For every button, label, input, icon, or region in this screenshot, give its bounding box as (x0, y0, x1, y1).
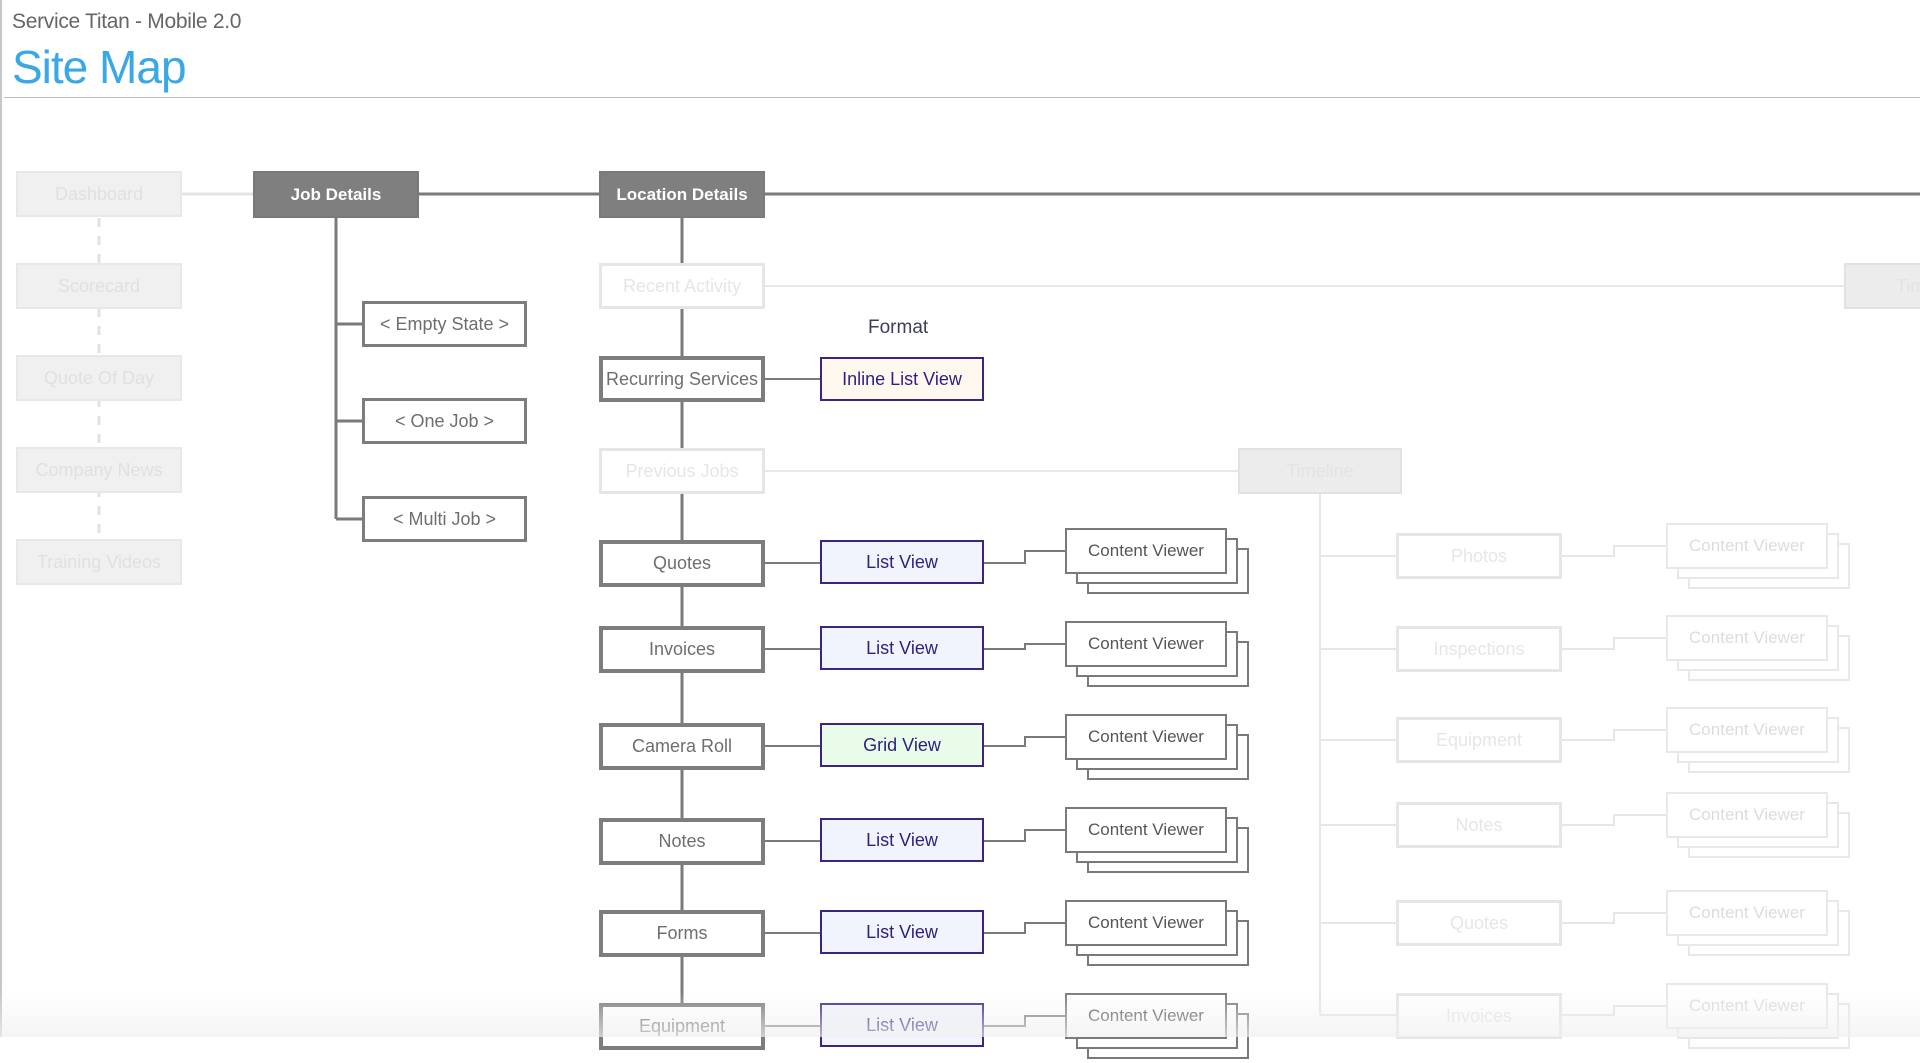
content-viewer-stack[interactable]: Content Viewer (1666, 983, 1851, 1053)
page-title: Site Map (12, 41, 187, 93)
content-viewer-label: Content Viewer (1666, 615, 1828, 661)
content-viewer-stack[interactable]: Content Viewer (1666, 707, 1851, 777)
node-quotes[interactable]: Quotes (599, 540, 765, 587)
content-viewer-stack[interactable]: Content Viewer (1666, 523, 1851, 593)
node-recent-activity[interactable]: Recent Activity (599, 263, 765, 309)
format-list-view[interactable]: List View (820, 1003, 984, 1047)
nav-node-company-news[interactable]: Company News (16, 447, 182, 493)
format-list-view[interactable]: List View (820, 540, 984, 584)
format-list-view[interactable]: List View (820, 818, 984, 862)
node-forms[interactable]: Forms (599, 910, 765, 957)
node-previous-jobs[interactable]: Previous Jobs (599, 448, 765, 494)
header-divider (4, 97, 1920, 98)
content-viewer-stack[interactable]: Content Viewer (1065, 714, 1250, 784)
nav-node-training-videos[interactable]: Training Videos (16, 539, 182, 585)
content-viewer-label: Content Viewer (1666, 523, 1828, 569)
timeline-node-photos[interactable]: Photos (1396, 533, 1562, 579)
content-viewer-stack[interactable]: Content Viewer (1065, 807, 1250, 877)
node-location-details[interactable]: Location Details (599, 171, 765, 218)
content-viewer-label: Content Viewer (1065, 528, 1227, 574)
project-subtitle: Service Titan - Mobile 2.0 (12, 10, 242, 33)
content-viewer-stack[interactable]: Content Viewer (1065, 900, 1250, 970)
nav-node-dashboard[interactable]: Dashboard (16, 171, 182, 217)
timeline-node-equipment[interactable]: Equipment (1396, 717, 1562, 763)
left-edge (0, 0, 2, 1037)
timeline-node-notes[interactable]: Notes (1396, 802, 1562, 848)
content-viewer-label: Content Viewer (1065, 900, 1227, 946)
format-label: Format (868, 317, 929, 338)
content-viewer-label: Content Viewer (1666, 707, 1828, 753)
format-list-view[interactable]: List View (820, 910, 984, 954)
content-viewer-stack[interactable]: Content Viewer (1666, 615, 1851, 685)
content-viewer-stack[interactable]: Content Viewer (1065, 621, 1250, 691)
content-viewer-stack[interactable]: Content Viewer (1666, 792, 1851, 862)
nav-node-scorecard[interactable]: Scorecard (16, 263, 182, 309)
node-equipment[interactable]: Equipment (599, 1003, 765, 1050)
content-viewer-label: Content Viewer (1065, 714, 1227, 760)
content-viewer-label: Content Viewer (1065, 621, 1227, 667)
node-recurring-services[interactable]: Recurring Services (599, 356, 765, 402)
node-timeline[interactable]: Timeline (1238, 448, 1402, 494)
timeline-node-inspections[interactable]: Inspections (1396, 626, 1562, 672)
node-job-details[interactable]: Job Details (253, 171, 419, 218)
content-viewer-label: Content Viewer (1065, 993, 1227, 1039)
connector-lines (97, 192, 1920, 1037)
node-invoices[interactable]: Invoices (599, 626, 765, 673)
node-multi-job[interactable]: < Multi Job > (362, 496, 527, 542)
timeline-node-invoices[interactable]: Invoices (1396, 993, 1562, 1039)
content-viewer-stack[interactable]: Content Viewer (1065, 993, 1250, 1063)
node-one-job[interactable]: < One Job > (362, 398, 527, 444)
timeline-node-quotes[interactable]: Quotes (1396, 900, 1562, 946)
node-camera-roll[interactable]: Camera Roll (599, 723, 765, 770)
node-notes[interactable]: Notes (599, 818, 765, 865)
format-list-view[interactable]: List View (820, 626, 984, 670)
format-grid-view[interactable]: Grid View (820, 723, 984, 767)
format-inline-list-view[interactable]: Inline List View (820, 357, 984, 401)
content-viewer-label: Content Viewer (1666, 890, 1828, 936)
nav-node-quote-of-day[interactable]: Quote Of Day (16, 355, 182, 401)
content-viewer-stack[interactable]: Content Viewer (1666, 890, 1851, 960)
content-viewer-label: Content Viewer (1666, 792, 1828, 838)
content-viewer-label: Content Viewer (1666, 983, 1828, 1029)
content-viewer-stack[interactable]: Content Viewer (1065, 528, 1250, 598)
node-timeline-offscreen[interactable]: Tim (1844, 263, 1920, 309)
node-empty-state[interactable]: < Empty State > (362, 301, 527, 347)
content-viewer-label: Content Viewer (1065, 807, 1227, 853)
